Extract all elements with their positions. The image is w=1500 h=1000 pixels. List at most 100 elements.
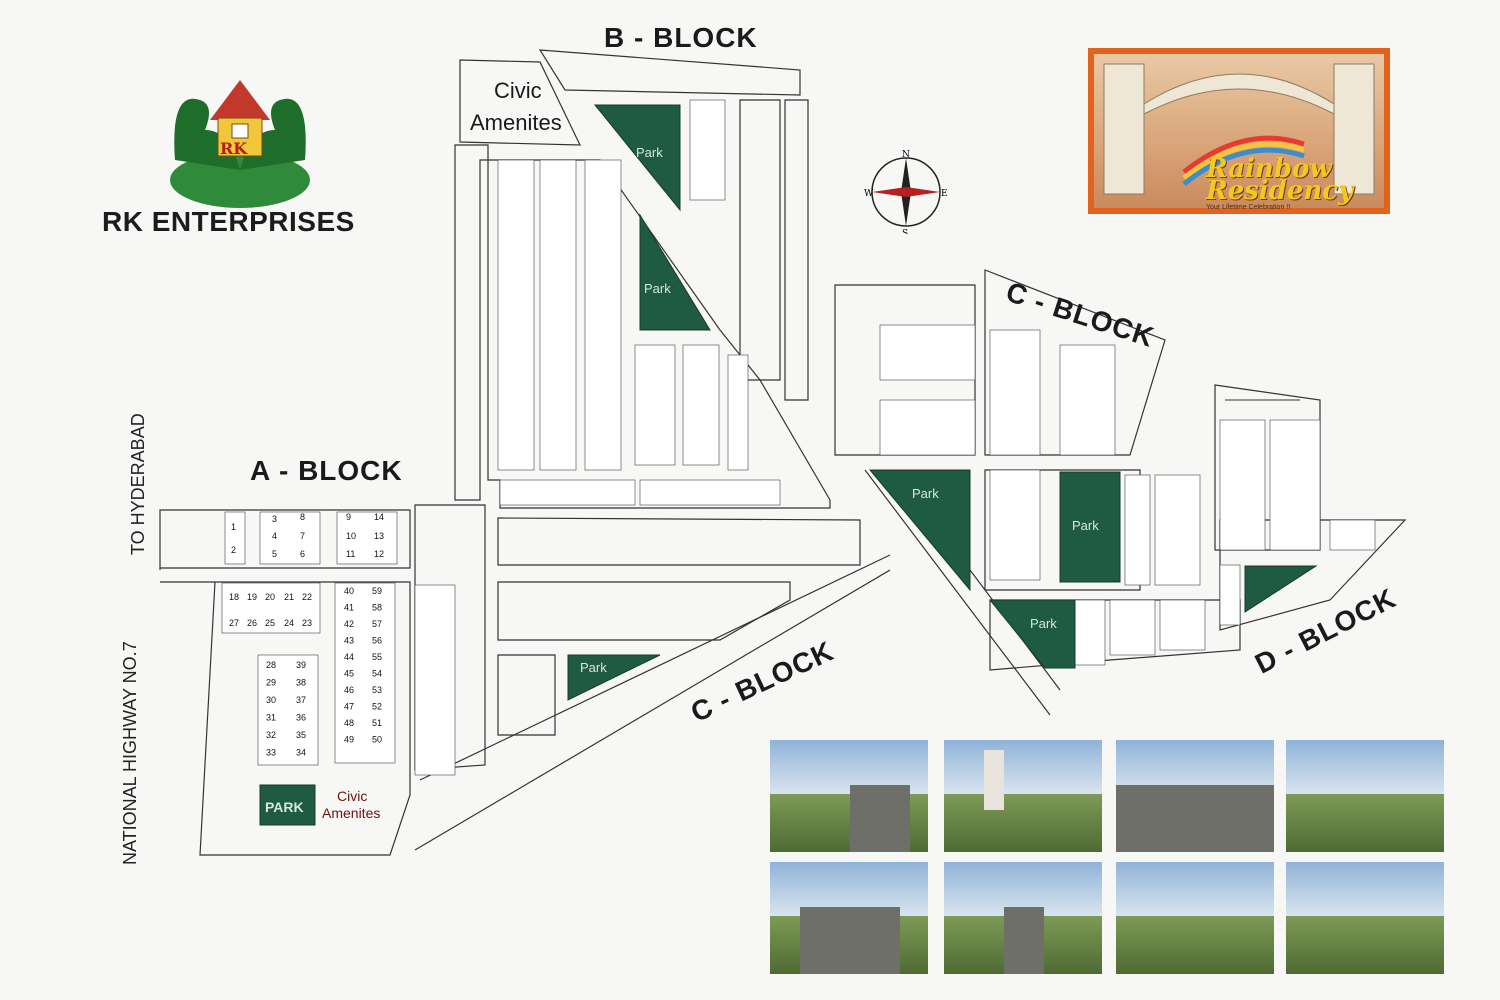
banner-title-line1: Rainbow [1206,154,1332,184]
park-a-block [259,784,316,826]
lot-a: 18 [229,592,239,602]
site-photo-6 [944,862,1102,974]
lot-a: 9 [346,512,351,522]
lot-a: 6 [300,549,305,559]
c-block-right-cluster [984,269,1166,456]
lot-a: 30 [266,695,276,705]
park-label-4: Park [1072,518,1099,533]
park-b-south [639,213,711,331]
park-label-6: Park [580,660,607,675]
lot-a: 35 [296,730,306,740]
banner-title: Rainbow Residency [1206,154,1354,206]
lot-a: 13 [374,531,384,541]
logo-text: RK [220,139,248,158]
project-banner-photo: Rainbow Residency Your Lifetime Celebrat… [1088,48,1390,214]
lot-a: 36 [296,713,306,723]
c-block-lower-cluster [497,654,556,736]
lot-a: 34 [296,748,306,758]
compass-rose-icon: N S E W [864,150,948,239]
compass-w: W [864,189,874,199]
label-b-block: B - BLOCK [604,22,758,53]
lot-a: 1 [231,522,236,532]
site-photo-7 [1116,862,1274,974]
lot-a: 41 [344,603,354,613]
park-c-east [868,469,971,592]
b-block-right-column [739,99,781,381]
lot-a: 52 [372,702,382,712]
civic-top-line2: Amenites [470,110,562,135]
banner-title-line2: Residency [1206,176,1354,206]
lot-a: 46 [344,685,354,695]
b-block-far-right-column [784,99,809,401]
diagonal-road [414,554,891,851]
park-c-middle [1059,471,1121,583]
c-block-lower-row-2 [497,581,791,641]
civic-amenities-top-boundary [459,59,581,146]
lot-a: 56 [372,636,382,646]
civic-top-line1: Civic [494,78,542,103]
label-to-hyderabad: TO HYDERABAD [128,413,148,555]
lot-a: 10 [346,531,356,541]
lot-a: 42 [344,619,354,629]
lot-a: 27 [229,618,239,628]
park-label-2: Park [644,281,671,296]
lot-a: 8 [300,512,305,522]
park-c-lower [567,654,661,701]
lot-a: 32 [266,730,276,740]
lot-a: 19 [247,592,257,602]
lot-a: 40 [344,586,354,596]
c-block-lower-row [497,517,861,566]
a-block-main-boundary [160,581,411,856]
lot-a: 59 [372,586,382,596]
rk-logo: RK [160,70,320,210]
label-highway: NATIONAL HIGHWAY NO.7 [120,641,140,865]
b-block-boundary [454,144,831,509]
site-photo-4 [1286,740,1444,852]
lot-a: 23 [302,618,312,628]
lot-a: 50 [372,735,382,745]
lot-a: 37 [296,695,306,705]
company-name: RK ENTERPRISES [102,206,355,237]
c-block-middle-cluster [984,469,1141,591]
lot-a: 4 [272,531,277,541]
site-photo-5 [770,862,928,974]
lot-a: 57 [372,619,382,629]
site-photo-2 [944,740,1102,852]
lot-a: 7 [300,531,305,541]
lot-a: 58 [372,603,382,613]
lot-a: 39 [296,660,306,670]
lot-a: 14 [374,512,384,522]
lot-a: 38 [296,678,306,688]
civic-bottom-line2: Amenites [322,805,380,821]
park-label-1: Park [636,145,663,160]
park-label-3: Park [912,486,939,501]
lot-a: 45 [344,669,354,679]
lot-a: 33 [266,748,276,758]
lot-a: 21 [284,592,294,602]
lot-a: 12 [374,549,384,559]
lot-a: 53 [372,685,382,695]
lot-a: 49 [344,735,354,745]
civic-bottom-line1: Civic [337,788,367,804]
lot-a: 54 [372,669,382,679]
lot-a: 51 [372,718,382,728]
lot-a: 48 [344,718,354,728]
lot-a: 26 [247,618,257,628]
b-block-top-strip [538,49,801,96]
lot-a: 2 [231,545,236,555]
gate-arch-image [1103,63,1375,195]
lot-a: 5 [272,549,277,559]
label-a-block: A - BLOCK [250,455,403,486]
lot-a: 44 [344,652,354,662]
lot-a: 11 [346,549,355,559]
a-block-top-boundary [159,509,411,570]
park-label-caps: PARK [265,799,304,815]
lot-a: 24 [284,618,294,628]
lot-a: 55 [372,652,382,662]
park-b-north [593,104,681,212]
lot-a: 29 [266,678,276,688]
lot-a: 47 [344,702,354,712]
park-label-5: Park [1030,616,1057,631]
site-photo-8 [1286,862,1444,974]
